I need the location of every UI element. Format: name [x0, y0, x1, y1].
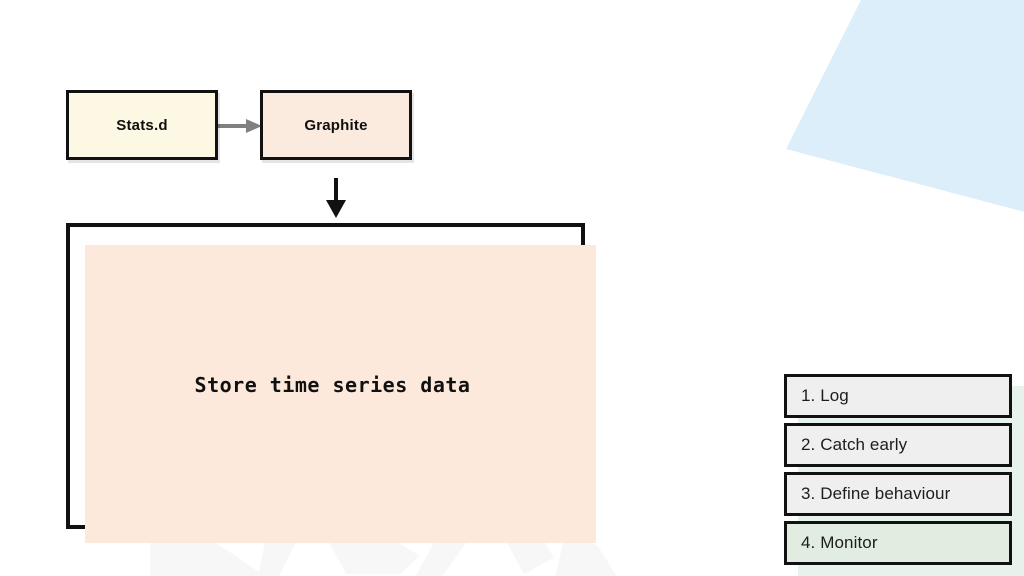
step-item-catch-early[interactable]: 2. Catch early — [784, 423, 1012, 467]
step-item-label: 3. Define behaviour — [801, 484, 951, 503]
store-time-series-box[interactable]: Store time series data — [66, 223, 596, 543]
node-statsd-label: Stats.d — [116, 116, 168, 134]
steps-list: 1. Log 2. Catch early 3. Define behaviou… — [784, 374, 1012, 565]
blue-angled-shape — [786, 0, 1024, 244]
store-box-label: Store time series data — [194, 373, 471, 397]
node-graphite[interactable]: Graphite — [260, 90, 412, 160]
step-item-label: 1. Log — [801, 386, 849, 405]
step-item-log[interactable]: 1. Log — [784, 374, 1012, 418]
arrow-down-icon — [326, 178, 346, 218]
node-graphite-label: Graphite — [304, 116, 368, 134]
step-item-monitor[interactable]: 4. Monitor — [784, 521, 1012, 565]
node-statsd[interactable]: Stats.d — [66, 90, 218, 160]
step-item-label: 2. Catch early — [801, 435, 908, 454]
store-box-fill — [85, 245, 596, 543]
arrow-right-icon — [218, 119, 262, 133]
step-item-define-behaviour[interactable]: 3. Define behaviour — [784, 472, 1012, 516]
step-item-label: 4. Monitor — [801, 533, 878, 552]
